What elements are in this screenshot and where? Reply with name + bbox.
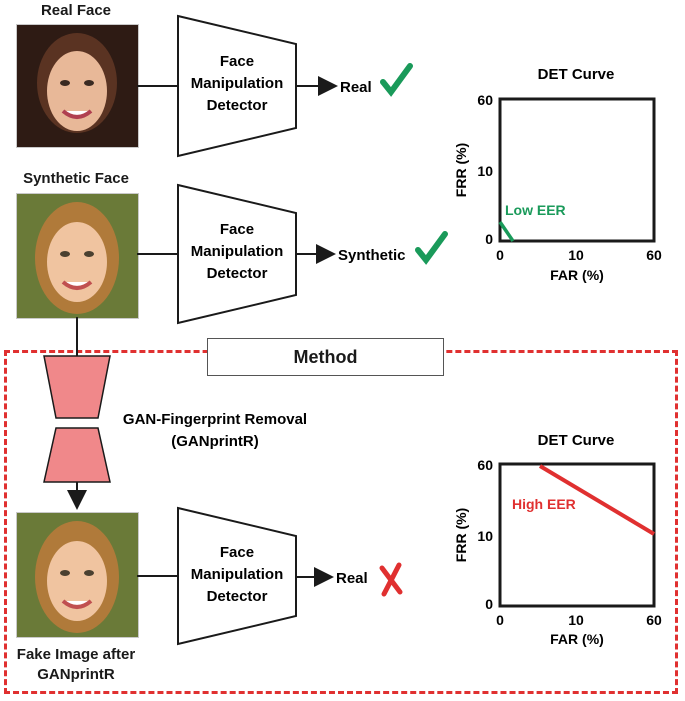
detector1-line1: Face	[220, 53, 254, 70]
det-bottom-title: DET Curve	[538, 432, 615, 449]
method-label: Method	[293, 346, 358, 367]
det-bottom-ytick-60: 60	[477, 457, 493, 473]
synthetic-face-image	[17, 194, 138, 318]
row1-check-icon	[380, 63, 413, 97]
ganprint-encoder	[43, 355, 111, 419]
det-top-ylabel: FRR (%)	[453, 143, 469, 197]
detector2-line3: Detector	[207, 265, 268, 282]
row3-output-label: Real	[336, 570, 368, 587]
fake-face-photo	[16, 512, 139, 638]
detector2-line1: Face	[220, 221, 254, 238]
det-bottom-ytick-0: 0	[485, 596, 493, 612]
detector3-trapezoid	[177, 506, 297, 646]
det-top-curve	[498, 221, 515, 242]
detector2-trapezoid	[177, 183, 297, 325]
det-top-annotation: Low EER	[505, 202, 566, 218]
fake-face-image	[17, 513, 138, 637]
row2-check-icon	[415, 231, 448, 265]
fake-caption-line2: GANprintR	[37, 666, 115, 683]
detector3-line2: Manipulation	[191, 566, 284, 583]
method-label-box: Method	[207, 338, 444, 376]
row1-output-label: Real	[340, 79, 372, 96]
det-bottom-xtick-10: 10	[568, 612, 584, 628]
row2-output-label: Synthetic	[338, 247, 406, 264]
det-bottom-frame	[498, 462, 656, 608]
det-bottom-xlabel: FAR (%)	[550, 631, 604, 647]
synthetic-face-title: Synthetic Face	[23, 170, 129, 187]
detector1-trapezoid	[177, 14, 297, 158]
ganprint-decoder	[43, 427, 111, 483]
detector1-line2: Manipulation	[191, 75, 284, 92]
ganprint-label-line2: (GANprintR)	[171, 433, 258, 450]
det-top-xtick-10: 10	[568, 247, 584, 263]
fake-caption-line1: Fake Image after	[16, 646, 136, 663]
det-top-xlabel: FAR (%)	[550, 267, 604, 283]
det-top-xtick-0: 0	[496, 247, 504, 263]
det-top-ytick-60: 60	[477, 92, 493, 108]
detector1-line3: Detector	[207, 97, 268, 114]
det-bottom-ytick-10: 10	[477, 528, 493, 544]
det-top-frame	[498, 97, 656, 243]
det-bottom-xtick-60: 60	[646, 612, 662, 628]
det-bottom-annotation: High EER	[512, 496, 576, 512]
real-face-image	[17, 25, 138, 147]
det-top-ytick-0: 0	[485, 231, 493, 247]
det-top-title: DET Curve	[538, 66, 615, 83]
detector3-line1: Face	[220, 544, 254, 561]
detector2-line2: Manipulation	[191, 243, 284, 260]
det-bottom-curve	[538, 464, 656, 536]
det-top-xtick-60: 60	[646, 247, 662, 263]
det-bottom-xtick-0: 0	[496, 612, 504, 628]
detector3-line3: Detector	[207, 588, 268, 605]
row3-cross-icon	[379, 562, 403, 597]
real-face-title: Real Face	[40, 2, 112, 19]
det-top-ytick-10: 10	[477, 163, 493, 179]
det-bottom-ylabel: FRR (%)	[453, 508, 469, 562]
synthetic-face-photo	[16, 193, 139, 319]
ganprint-label-line1: GAN-Fingerprint Removal	[123, 411, 307, 428]
